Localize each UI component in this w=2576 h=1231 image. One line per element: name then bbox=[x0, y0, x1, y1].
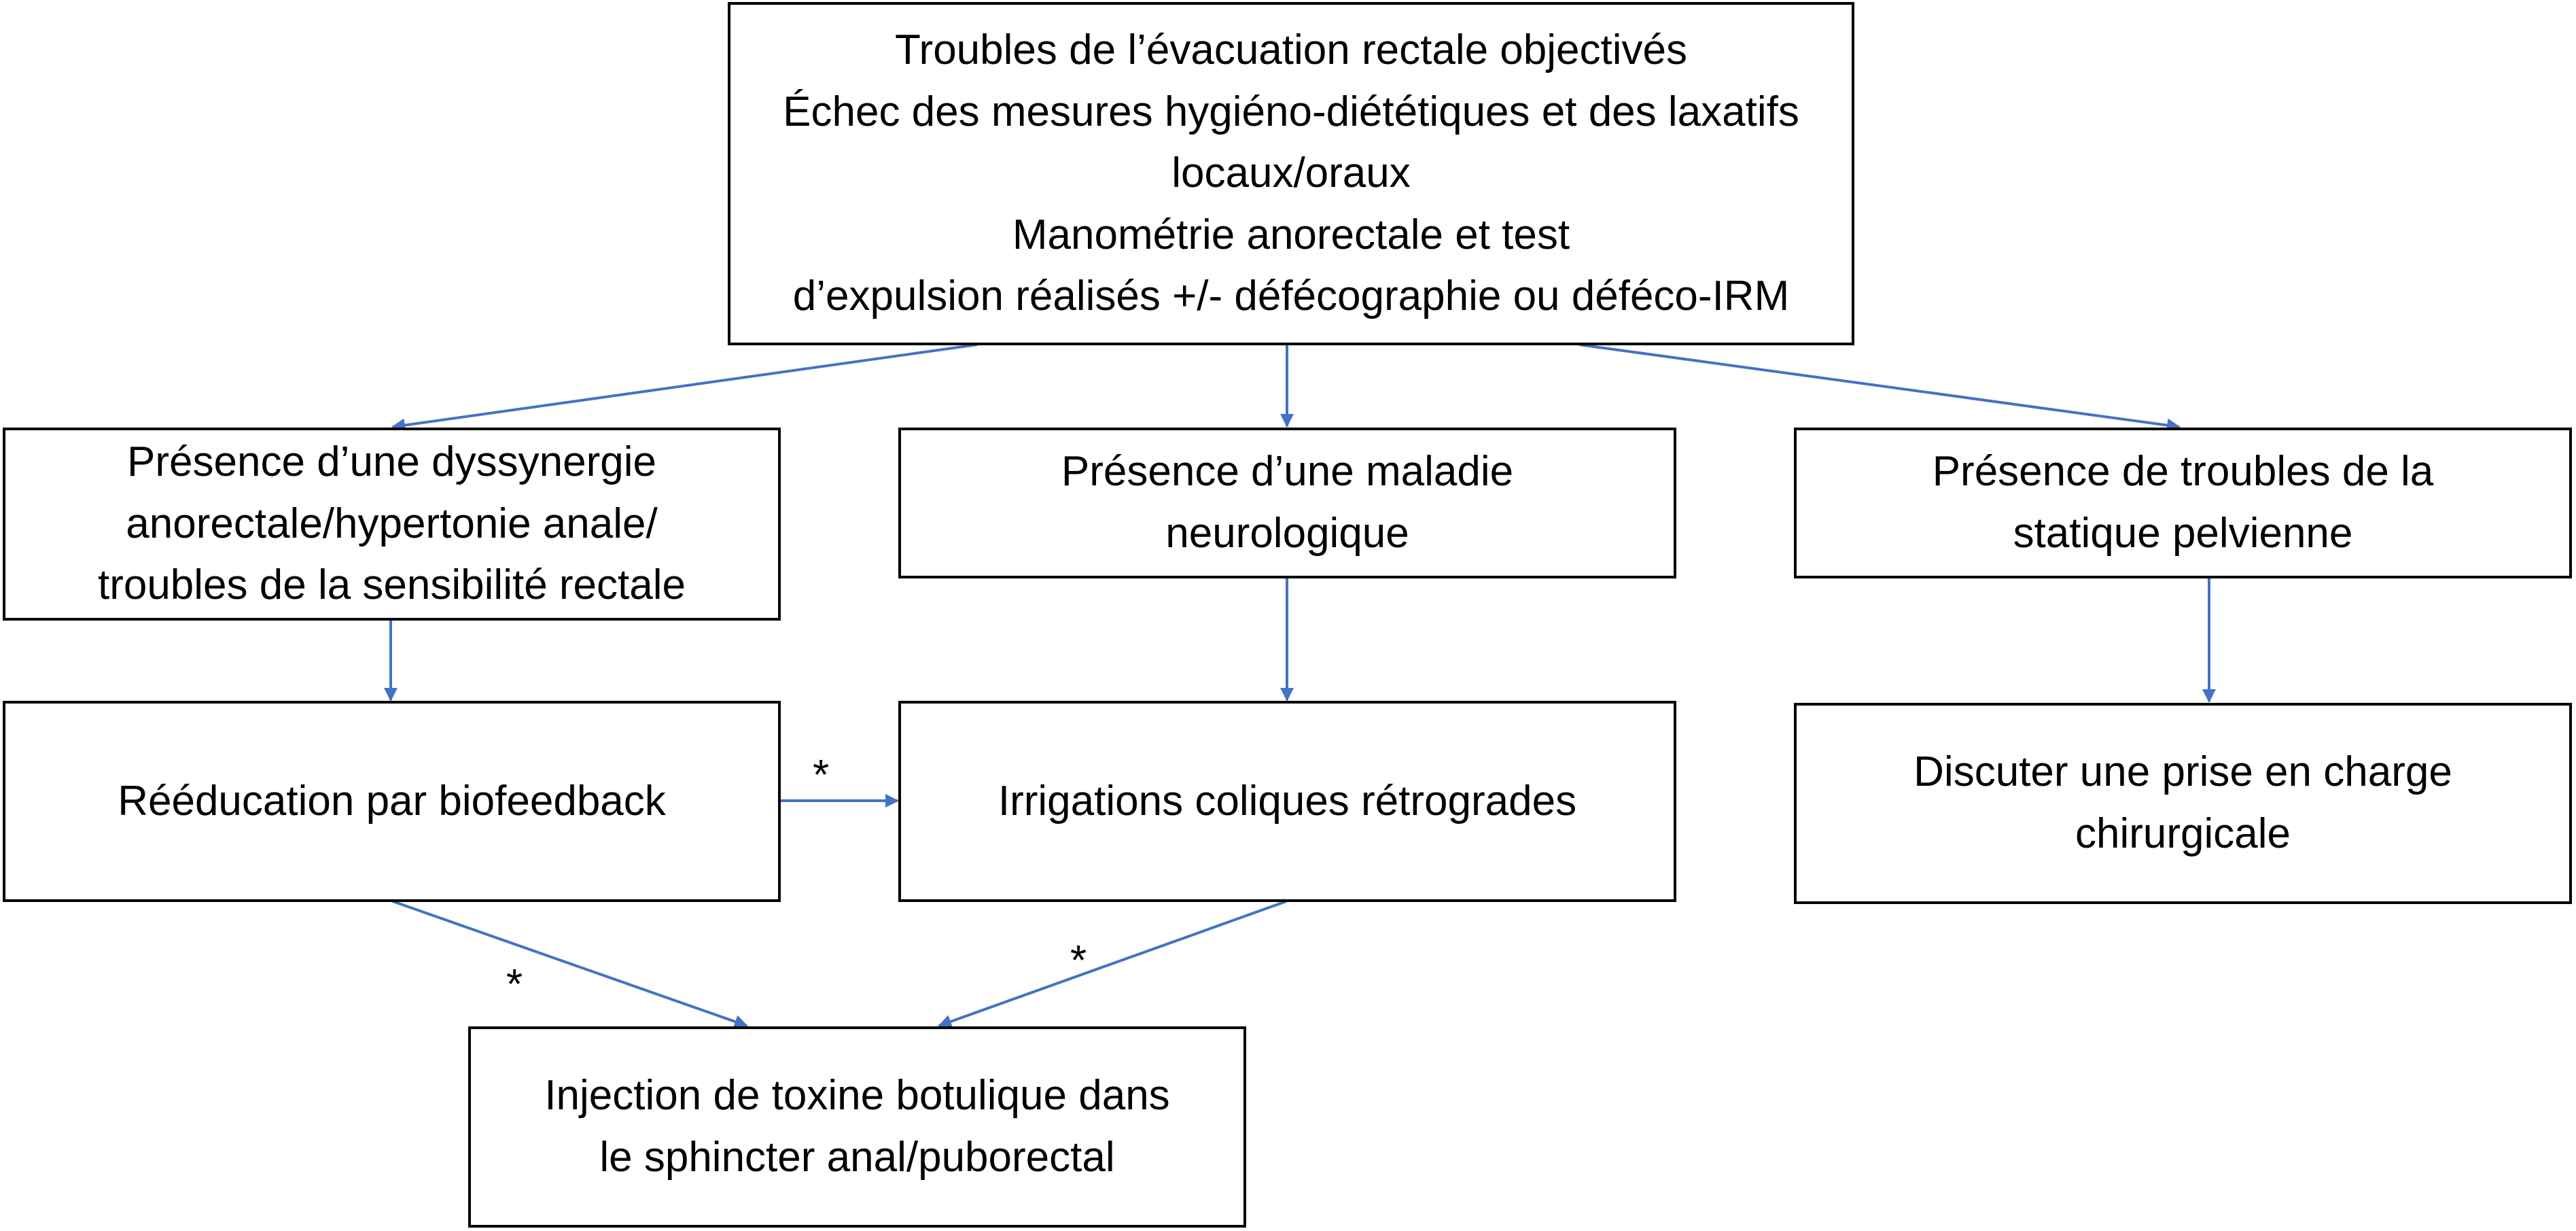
irrigation-line-1: Irrigations coliques rétrogrades bbox=[998, 777, 1577, 825]
biofeedback-line-1: Rééducation par biofeedback bbox=[118, 777, 666, 825]
top-box-evacuation-disorders: Troubles de l’évacuation rectale objecti… bbox=[728, 2, 1854, 345]
box-colonic-irrigation: Irrigations coliques rétrogrades bbox=[898, 701, 1676, 902]
top-box-line-2: Échec des mesures hygiéno-diététiques et… bbox=[783, 88, 1799, 135]
botox-line-1: Injection de toxine botulique dans bbox=[544, 1072, 1170, 1120]
arrow-biofeedback-to-botox bbox=[392, 900, 748, 1028]
dyssynergia-line-3: troubles de la sensibilité rectale bbox=[97, 561, 686, 609]
surgery-line-2: chirurgicale bbox=[2075, 810, 2291, 857]
arrow-top-to-dyssynergia bbox=[391, 343, 978, 432]
neuro-line-2: neurologique bbox=[1165, 510, 1409, 557]
box-dyssynergia: Présence d’une dyssynergie anorectale/hy… bbox=[3, 428, 781, 621]
asterisk-irrigation-to-botox: * bbox=[1070, 937, 1087, 984]
top-box-line-5: d’expulsion réalisés +/- défécographie o… bbox=[792, 273, 1790, 320]
box-neurological-disease: Présence d’une maladie neurologique bbox=[898, 428, 1676, 578]
top-box-line-1: Troubles de l’évacuation rectale objecti… bbox=[894, 27, 1687, 74]
neuro-line-1: Présence d’une maladie bbox=[1061, 448, 1514, 496]
box-surgery: Discuter une prise en charge chirurgical… bbox=[1794, 703, 2572, 904]
asterisk-biofeedback-to-irrigation: * bbox=[813, 752, 830, 799]
pelvic-line-2: statique pelvienne bbox=[2013, 510, 2353, 557]
dyssynergia-line-2: anorectale/hypertonie anale/ bbox=[126, 500, 658, 547]
box-botulinum-injection: Injection de toxine botulique dans le sp… bbox=[468, 1026, 1246, 1228]
pelvic-line-1: Présence de troubles de la bbox=[1932, 448, 2434, 496]
asterisk-biofeedback-to-botox: * bbox=[506, 961, 523, 1008]
top-box-line-3: locaux/oraux bbox=[1171, 150, 1411, 197]
box-pelvic-statics: Présence de troubles de la statique pelv… bbox=[1794, 428, 2572, 578]
dyssynergia-line-1: Présence d’une dyssynergie bbox=[127, 438, 656, 486]
arrow-irrigation-to-botox bbox=[938, 900, 1287, 1028]
box-biofeedback: Rééducation par biofeedback bbox=[3, 701, 781, 902]
top-box-line-4: Manométrie anorectale et test bbox=[1012, 211, 1570, 258]
arrow-top-to-pelvic bbox=[1578, 343, 2181, 432]
botox-line-2: le sphincter anal/puborectal bbox=[599, 1134, 1115, 1181]
surgery-line-1: Discuter une prise en charge bbox=[1913, 748, 2452, 796]
